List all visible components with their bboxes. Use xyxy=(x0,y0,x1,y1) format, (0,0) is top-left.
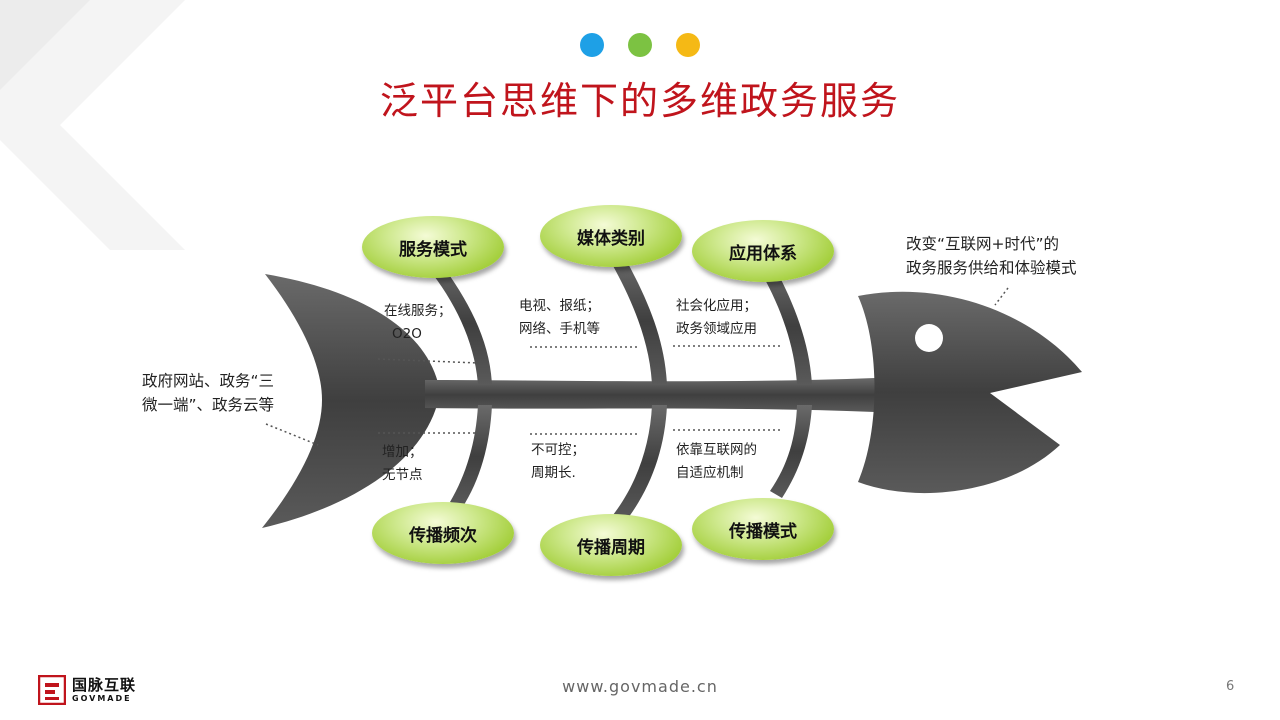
rib-bottom-1 xyxy=(450,405,492,508)
page-number: 6 xyxy=(1226,679,1235,694)
note-line: 自适应机制 xyxy=(676,465,744,481)
rib-top-3 xyxy=(762,268,812,385)
leader-head xyxy=(994,287,1009,306)
background-decoration xyxy=(0,0,185,250)
oval-application-system: 应用体系 xyxy=(692,220,834,282)
note-line: 周期长. xyxy=(531,465,576,481)
fish-tail xyxy=(262,274,440,528)
note-line: 依靠互联网的 xyxy=(676,442,757,458)
note-line: 政府网站、政务“三 xyxy=(142,372,275,390)
note-top-2: 电视、报纸； 网络、手机等 xyxy=(519,295,600,341)
blue-dot xyxy=(580,33,604,57)
rib-bottom-3 xyxy=(770,405,812,498)
fish-spine xyxy=(425,378,875,412)
note-line: 电视、报纸； xyxy=(519,298,600,314)
logo-mark-icon xyxy=(38,675,66,705)
note-top-3: 社会化应用； 政务领域应用 xyxy=(676,295,757,341)
leader-tail xyxy=(265,423,319,446)
logo-english-text: GOVMADE xyxy=(72,694,132,703)
fish-eye xyxy=(915,324,943,352)
note-line: 在线服务； xyxy=(384,303,452,319)
fish-head xyxy=(858,291,1082,494)
yellow-dot xyxy=(676,33,700,57)
note-line: 网络、手机等 xyxy=(519,321,600,337)
govmade-logo: 国脉互联 GOVMADE xyxy=(38,675,136,705)
head-label: 改变“互联网+时代”的 政务服务供给和体验模式 xyxy=(906,232,1077,280)
oval-propagation-mode: 传播模式 xyxy=(692,498,834,560)
oval-service-mode: 服务模式 xyxy=(362,216,504,278)
note-line: 无节点 xyxy=(382,467,423,483)
note-line: 不可控； xyxy=(531,442,585,458)
logo-chinese-text: 国脉互联 xyxy=(72,676,137,694)
note-line: 政务服务供给和体验模式 xyxy=(906,259,1077,277)
page-title: 泛平台思维下的多维政务服务 xyxy=(379,79,900,123)
oval-media-category: 媒体类别 xyxy=(540,205,682,267)
oval-propagation-frequency: 传播频次 xyxy=(372,502,514,564)
rib-bottom-2 xyxy=(613,405,667,522)
rib-top-1 xyxy=(428,262,492,385)
note-line: 微一端”、政务云等 xyxy=(142,396,275,414)
leader-top-1 xyxy=(377,358,479,364)
note-line: 社会化应用； xyxy=(676,298,757,314)
note-bottom-2: 不可控； 周期长. xyxy=(531,439,585,485)
tail-label: 政府网站、政务“三 微一端”、政务云等 xyxy=(142,369,274,417)
footer-url: www.govmade.cn xyxy=(562,677,718,696)
note-line: 改变“互联网+时代”的 xyxy=(906,235,1060,253)
oval-propagation-cycle: 传播周期 xyxy=(540,514,682,576)
note-line: O2O xyxy=(392,326,422,342)
note-top-1: 在线服务； O2O xyxy=(384,300,452,346)
note-bottom-1: 增加； 无节点 xyxy=(382,441,423,487)
note-bottom-3: 依靠互联网的 自适应机制 xyxy=(676,439,757,485)
header-dots xyxy=(580,33,710,57)
note-line: 增加； xyxy=(382,444,423,460)
note-line: 政务领域应用 xyxy=(676,321,757,337)
green-dot xyxy=(628,33,652,57)
rib-top-2 xyxy=(612,258,667,385)
